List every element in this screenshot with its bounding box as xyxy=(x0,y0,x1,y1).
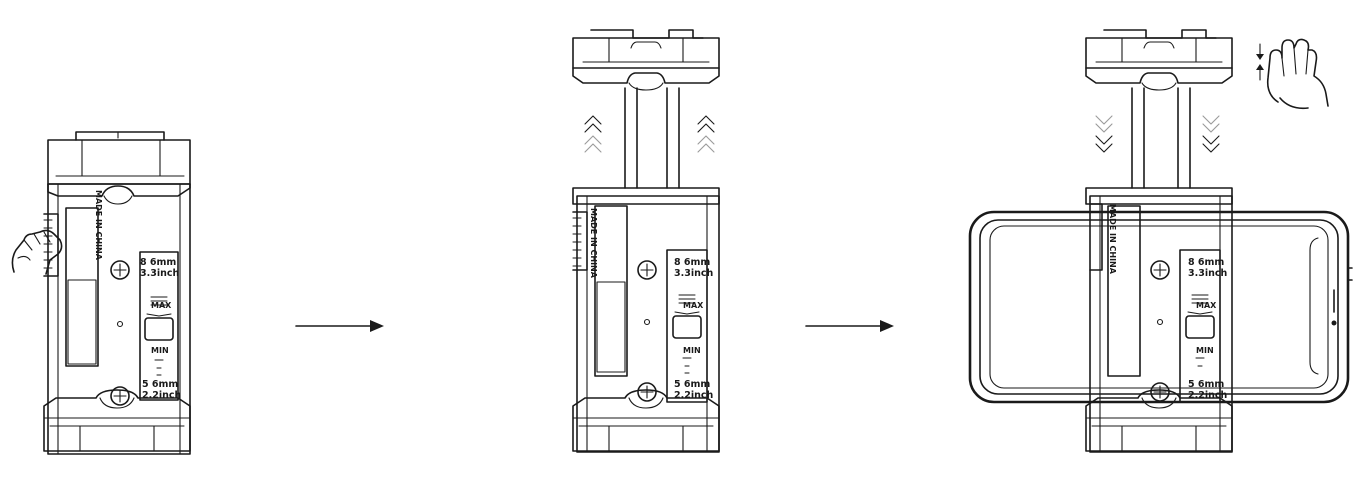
step-3-phone-clamped: MADE IN CHINA 8 6mm 3.3inch MAX MIN 5 6m… xyxy=(1085,29,1329,453)
min-label: MIN xyxy=(1196,346,1214,355)
min-size-inch-label: 2.2inch xyxy=(1188,390,1227,401)
pinch-hand-icon xyxy=(11,229,63,275)
min-label: MIN xyxy=(683,346,701,355)
step-2-mount-extended: MADE IN CHINA 8 6mm 3.3inch MAX MIN 5 6m… xyxy=(572,29,720,453)
min-size-mm-label: 5 6mm xyxy=(142,379,178,390)
engraving-text: MADE IN CHINA xyxy=(589,208,598,279)
min-size-inch-label: 2.2inch xyxy=(674,390,713,401)
step-1-mount-collapsed: MADE IN CHINA 8 6mm 3.3inch MAX MIN 5 6m… xyxy=(11,131,191,455)
max-size-mm-label: 8 6mm xyxy=(674,257,710,268)
min-label: MIN xyxy=(151,346,169,355)
squeeze-hand-icon xyxy=(1256,38,1329,110)
min-size-inch-label: 2.2inch xyxy=(142,390,181,401)
max-size-mm-label: 8 6mm xyxy=(1188,257,1224,268)
max-label: MAX xyxy=(1196,301,1217,310)
chevron-up-icon xyxy=(584,115,602,153)
engraving-text: MADE IN CHINA xyxy=(94,190,103,261)
right-arrow-icon xyxy=(805,320,894,332)
chevron-down-icon xyxy=(1202,115,1220,153)
chevron-down-icon xyxy=(1095,115,1113,153)
max-label: MAX xyxy=(683,301,704,310)
max-size-inch-label: 3.3inch xyxy=(140,268,179,279)
engraving-text: MADE IN CHINA xyxy=(1108,204,1117,275)
right-arrow-icon xyxy=(295,320,384,332)
smartphone-outline xyxy=(968,210,1353,404)
max-label: MAX xyxy=(151,301,172,310)
min-size-mm-label: 5 6mm xyxy=(674,379,710,390)
max-size-inch-label: 3.3inch xyxy=(674,268,713,279)
max-size-mm-label: 8 6mm xyxy=(140,257,176,268)
min-size-mm-label: 5 6mm xyxy=(1188,379,1224,390)
max-size-inch-label: 3.3inch xyxy=(1188,268,1227,279)
chevron-up-icon xyxy=(697,115,715,153)
